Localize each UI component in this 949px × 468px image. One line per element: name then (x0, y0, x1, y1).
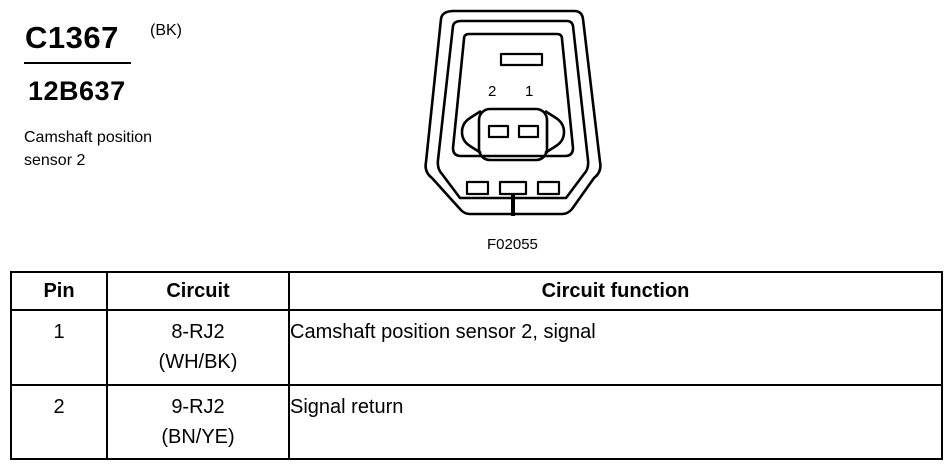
figure-id: F02055 (487, 236, 538, 253)
pin-cell: 1 (10, 309, 108, 386)
pinout-table: Pin Circuit Circuit function 1 8-RJ2 (WH… (10, 271, 943, 460)
part-number: 12B637 (28, 76, 126, 106)
pin-2-terminal (487, 124, 510, 139)
pin-header: Pin (10, 271, 108, 311)
table-header-row: Pin Circuit Circuit function (10, 271, 943, 311)
function-cell: Signal return (288, 383, 943, 460)
pin-label-2: 2 (488, 83, 496, 100)
pin-cell: 2 (10, 383, 108, 460)
function-header: Circuit function (288, 271, 943, 311)
description-line-2: sensor 2 (24, 152, 86, 169)
key-center (498, 180, 528, 196)
table-row: 2 9-RJ2 (BN/YE) Signal return (10, 383, 943, 460)
circuit-number: 9-RJ2 (171, 395, 225, 418)
pin-label-1: 1 (525, 83, 533, 100)
latch-tab (499, 52, 544, 67)
key-left (465, 180, 490, 196)
circuit-header: Circuit (106, 271, 290, 311)
key-right (536, 180, 561, 196)
description-line-1: Camshaft position (24, 129, 153, 146)
connector-code: C1367 (25, 20, 119, 55)
title-divider (24, 62, 131, 64)
wire-color: (WH/BK) (158, 351, 238, 373)
pin-1-terminal (517, 124, 540, 139)
housing-inner (436, 19, 590, 200)
connector-face-diagram: 2 1 (424, 9, 602, 216)
terminal-cavity (477, 107, 549, 162)
table-row: 1 8-RJ2 (WH/BK) Camshaft position sensor… (10, 309, 943, 386)
circuit-cell: 9-RJ2 (BN/YE) (106, 383, 290, 460)
function-cell: Camshaft position sensor 2, signal (288, 309, 943, 386)
latch-frame (451, 32, 575, 158)
circuit-number: 8-RJ2 (171, 321, 225, 343)
connector-color: (BK) (150, 22, 182, 39)
housing-outer (424, 9, 602, 216)
socket-body (460, 109, 566, 155)
wire-color: (BN/YE) (161, 425, 235, 448)
circuit-cell: 8-RJ2 (WH/BK) (106, 309, 290, 386)
